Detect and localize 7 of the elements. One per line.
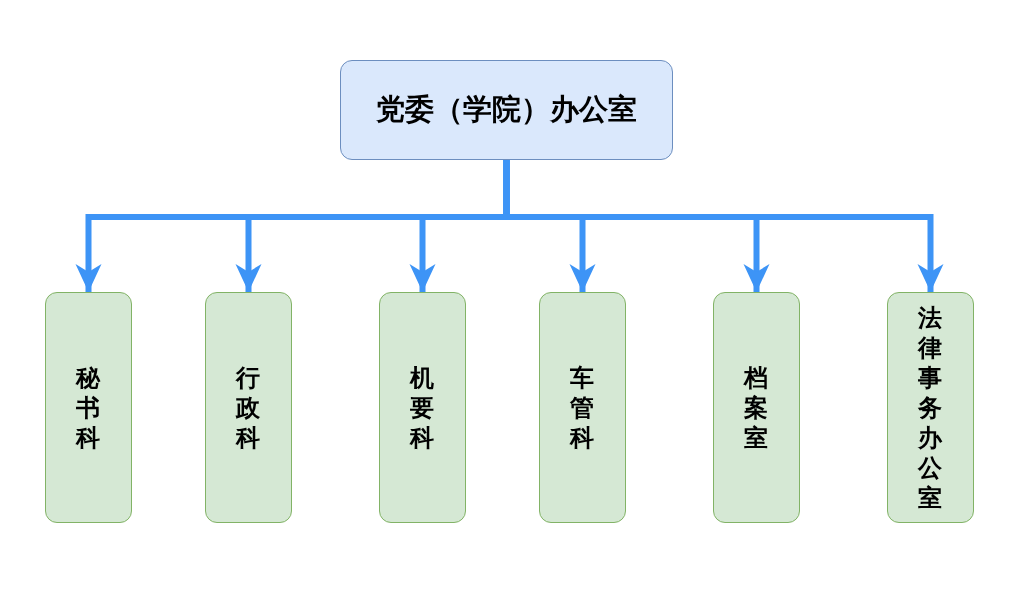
section-box: 档案室 xyxy=(713,292,800,523)
section-box: 车管科 xyxy=(539,292,626,523)
section-box: 法律事务办公室 xyxy=(887,292,974,523)
section-box: 秘书科 xyxy=(45,292,132,523)
section-box: 机要科 xyxy=(379,292,466,523)
department-box: 党委（学院）办公室 xyxy=(340,60,673,160)
section-box: 行政科 xyxy=(205,292,292,523)
